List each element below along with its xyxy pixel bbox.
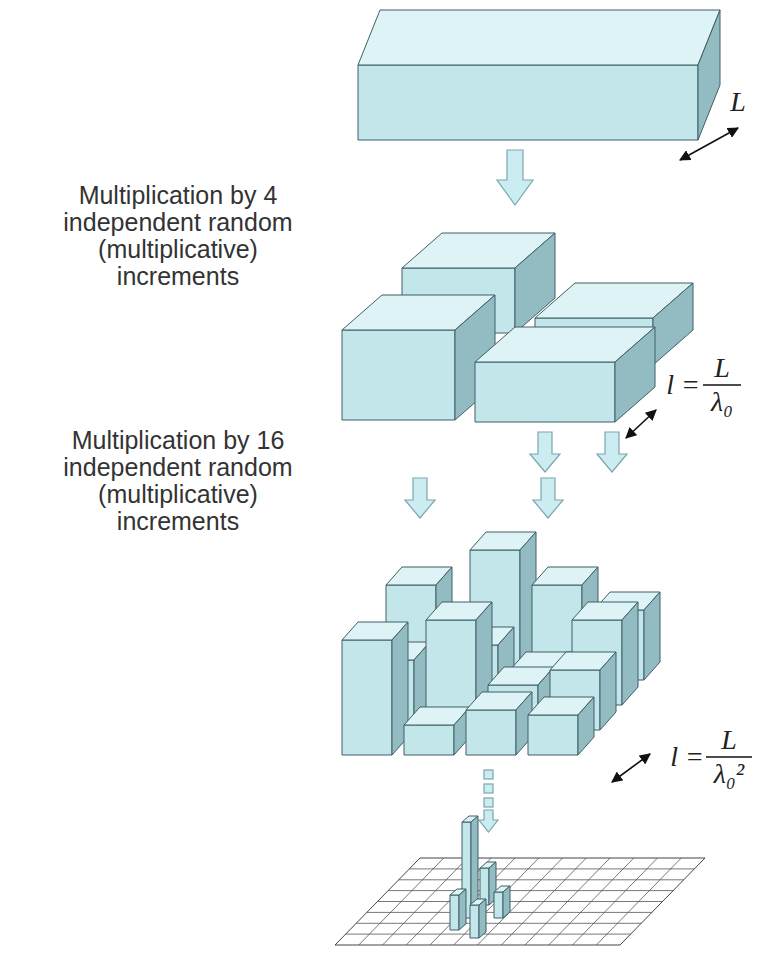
fraction-numerator: L [700, 352, 744, 384]
step-note: Multiplication by 16 independent random … [43, 427, 313, 535]
equation-label: l = [660, 741, 704, 773]
dimension-arrow [680, 128, 738, 160]
block-arrows [405, 432, 627, 518]
fraction-bar [703, 384, 741, 385]
spike-bars [450, 816, 510, 938]
grid-plane [335, 858, 705, 945]
equation-label: l = [656, 369, 700, 401]
fraction-denominator: λ₀² [704, 758, 754, 790]
sixteen-boxes [342, 532, 660, 755]
big-box [358, 10, 720, 140]
dimension-arrow [612, 754, 650, 782]
fraction-bar [706, 756, 752, 757]
fraction-denominator: λ₀ [700, 386, 744, 418]
quarter-boxes [342, 233, 693, 422]
dimension-label: L [726, 86, 750, 118]
continuation-marks [479, 770, 498, 832]
fraction-numerator: L [704, 724, 754, 756]
dimension-arrow [626, 410, 656, 438]
step-note: Multiplication by 4 independent random (… [43, 182, 313, 290]
block-arrow [497, 150, 533, 205]
